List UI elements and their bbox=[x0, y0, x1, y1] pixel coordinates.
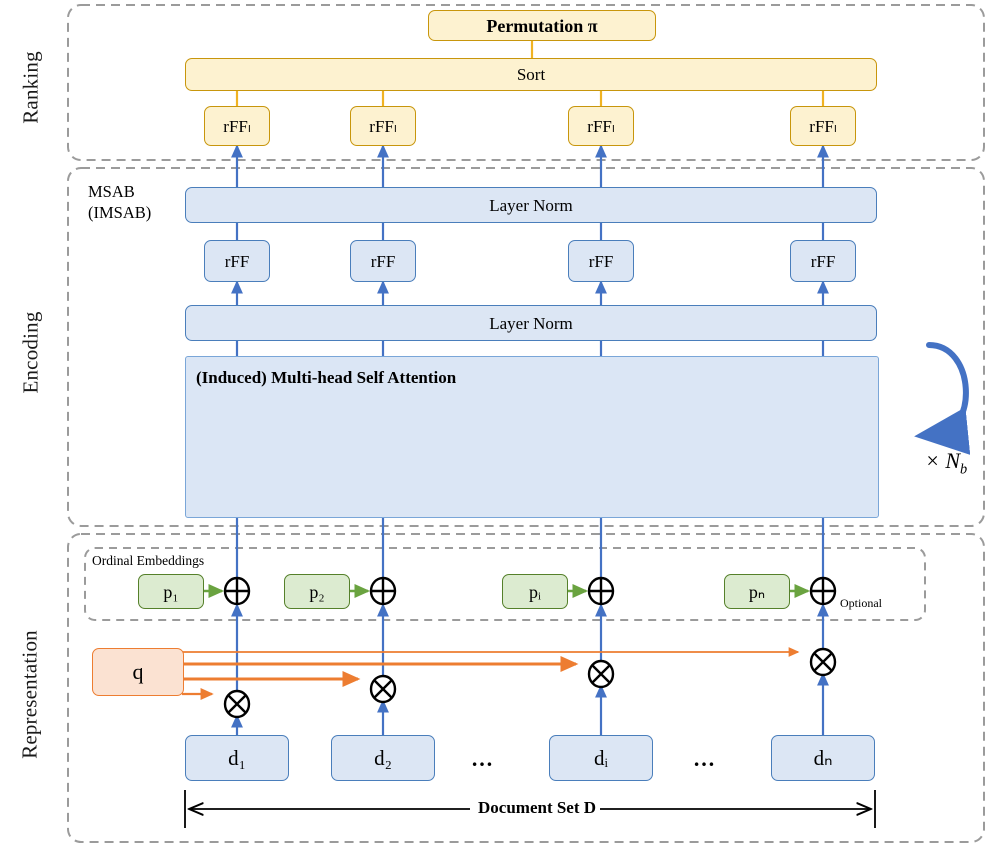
sort-box[interactable]: Sort bbox=[185, 58, 877, 91]
ordinal-embeddings-label: Ordinal Embeddings bbox=[92, 553, 205, 568]
rff-ranking-box-col1[interactable]: rFFₗ bbox=[204, 106, 270, 146]
layer-norm-top-box[interactable]: Layer Norm bbox=[185, 187, 877, 223]
document-set-measure bbox=[184, 790, 876, 828]
multiply-operator-nodes bbox=[223, 647, 837, 719]
attention-panel-title: (Induced) Multi-head Self Attention bbox=[196, 368, 457, 387]
rff-ranking-box-col2[interactable]: rFFₗ bbox=[350, 106, 416, 146]
repeat-count-subscript: b bbox=[960, 461, 968, 478]
msab-label-line2: (IMSAB) bbox=[88, 202, 152, 222]
permutation-output-box[interactable]: Permutation π bbox=[428, 10, 656, 41]
document-set-label: Document Set D bbox=[478, 798, 597, 817]
document-ellipsis-left: … bbox=[471, 746, 496, 771]
section-label-encoding: Encoding bbox=[18, 311, 43, 394]
repeat-count-label: × Nb bbox=[925, 448, 967, 478]
document-box-col2[interactable]: d₂ bbox=[331, 735, 435, 781]
query-box[interactable]: q bbox=[92, 648, 184, 696]
msab-label-line1: MSAB bbox=[88, 182, 135, 201]
repeat-count-text: × N bbox=[925, 448, 961, 473]
rff-encoding-box-col2[interactable]: rFF bbox=[350, 240, 416, 282]
rff-encoding-box-col1[interactable]: rFF bbox=[204, 240, 270, 282]
rff-encoding-box-col3[interactable]: rFF bbox=[568, 240, 634, 282]
section-label-representation: Representation bbox=[17, 630, 42, 759]
msab-block-label: MSAB (IMSAB) bbox=[88, 182, 151, 223]
layer-norm-bottom-box[interactable]: Layer Norm bbox=[185, 305, 877, 341]
ranking-section-frame bbox=[67, 4, 985, 161]
attention-panel[interactable] bbox=[185, 356, 879, 518]
repeat-loop-arrow bbox=[914, 342, 971, 455]
position-box-col3[interactable]: pᵢ bbox=[502, 574, 568, 609]
ordinal-embeddings-frame bbox=[84, 547, 926, 621]
optional-label: Optional bbox=[840, 596, 882, 610]
rff-ranking-box-col3[interactable]: rFFₗ bbox=[568, 106, 634, 146]
document-box-col3[interactable]: dᵢ bbox=[549, 735, 653, 781]
document-ellipsis-right: … bbox=[693, 746, 718, 771]
rff-encoding-box-col4[interactable]: rFF bbox=[790, 240, 856, 282]
document-box-col4[interactable]: dₙ bbox=[771, 735, 875, 781]
position-box-col2[interactable]: p₂ bbox=[284, 574, 350, 609]
add-operator-nodes bbox=[223, 576, 837, 606]
position-box-col1[interactable]: p₁ bbox=[138, 574, 204, 609]
section-label-ranking: Ranking bbox=[18, 51, 43, 124]
document-box-col1[interactable]: d₁ bbox=[185, 735, 289, 781]
position-box-col4[interactable]: pₙ bbox=[724, 574, 790, 609]
representation-section-frame bbox=[67, 533, 985, 843]
rff-ranking-box-col4[interactable]: rFFₗ bbox=[790, 106, 856, 146]
